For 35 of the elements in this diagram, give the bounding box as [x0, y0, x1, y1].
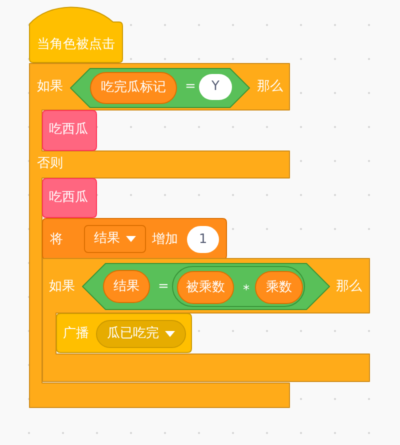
block-label: 当角色被点击: [37, 37, 115, 53]
block-label: 广播: [63, 326, 89, 342]
block-label: 否则: [37, 156, 63, 172]
operator-symbol: =: [185, 79, 196, 95]
custom-block: [42, 110, 97, 151]
condition-hexagon: [82, 263, 330, 310]
variable-dropdown: [84, 225, 146, 253]
block-label: 将: [50, 232, 63, 248]
variable-reporter: [90, 72, 177, 104]
event-hat-block: [29, 8, 123, 63]
dropdown-value: 结果: [94, 231, 120, 247]
reporter-label: 吃完瓜标记: [101, 80, 166, 96]
multiply-reporter: [172, 266, 305, 307]
variable-reporter: [177, 271, 234, 304]
operator-symbol: *: [243, 283, 250, 299]
reporter-label: 乘数: [266, 280, 292, 296]
broadcast-block: [56, 313, 192, 353]
block-label: 那么: [257, 79, 283, 95]
reporter-label: 被乘数: [186, 280, 225, 296]
message-dropdown: [96, 320, 186, 348]
block-label: 如果: [37, 79, 63, 95]
block-label: 增加: [152, 232, 178, 248]
input-value: 1: [198, 232, 208, 248]
change-variable-block: [42, 218, 227, 260]
block-label: 吃西瓜: [49, 190, 88, 206]
block-label: 吃西瓜: [49, 122, 88, 138]
block-label: 如果: [49, 279, 75, 295]
operator-symbol: =: [158, 279, 169, 295]
if-block: [42, 258, 370, 382]
variable-reporter: [255, 271, 303, 304]
block-label: 那么: [336, 279, 362, 295]
reporter-label: 结果: [114, 278, 140, 294]
custom-block: [42, 178, 97, 218]
input-value: Y: [212, 79, 220, 95]
dropdown-value: 瓜已吃完: [107, 326, 159, 342]
